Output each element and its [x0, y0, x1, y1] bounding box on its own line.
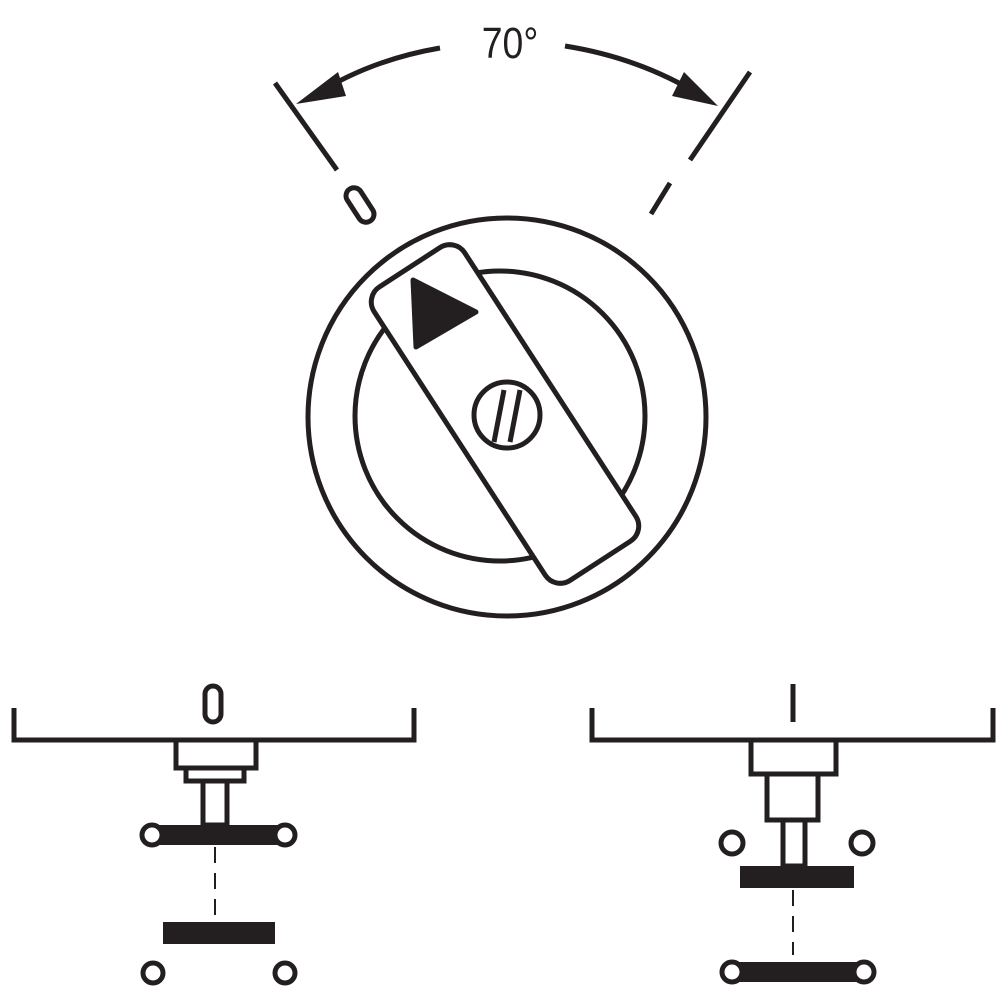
position-label-off-symbol — [202, 683, 224, 725]
plunger — [200, 778, 230, 828]
screw-head — [471, 379, 543, 451]
contact-bridge-open — [740, 866, 854, 888]
actuator-body — [173, 737, 259, 771]
contact-bridge-closed — [152, 825, 284, 845]
position-label-on: I — [0, 0, 1, 1]
knob-inner-ring — [352, 268, 648, 564]
contact-bridge-open — [163, 922, 275, 944]
contact-terminal — [848, 829, 876, 857]
position-label-off: 0 — [0, 0, 1, 1]
contact-terminal — [718, 829, 746, 857]
contact-terminal — [140, 960, 166, 986]
plunger — [780, 817, 808, 869]
arrowhead-right — [672, 72, 718, 106]
direction-arrow-icon — [410, 277, 479, 350]
actuator-body — [748, 737, 839, 777]
actuator-neck — [764, 771, 821, 823]
knob-outer-ring — [305, 215, 709, 619]
position-mark-off — [343, 185, 377, 225]
knob-handle[interactable] — [364, 238, 645, 590]
contact-bridge-closed — [730, 962, 865, 982]
angle-label: 70° — [482, 18, 539, 68]
contact-terminal — [139, 822, 165, 848]
contact-terminal — [719, 959, 745, 985]
limit-line-off — [272, 81, 340, 172]
screw-slot — [491, 389, 507, 443]
contact-terminal — [272, 822, 298, 848]
limit-line-on — [687, 70, 753, 162]
position-mark-on — [648, 181, 673, 216]
arrowhead-left — [296, 72, 346, 104]
screw-slot — [507, 389, 523, 443]
contact-terminal — [851, 959, 877, 985]
contact-terminal — [272, 960, 298, 986]
